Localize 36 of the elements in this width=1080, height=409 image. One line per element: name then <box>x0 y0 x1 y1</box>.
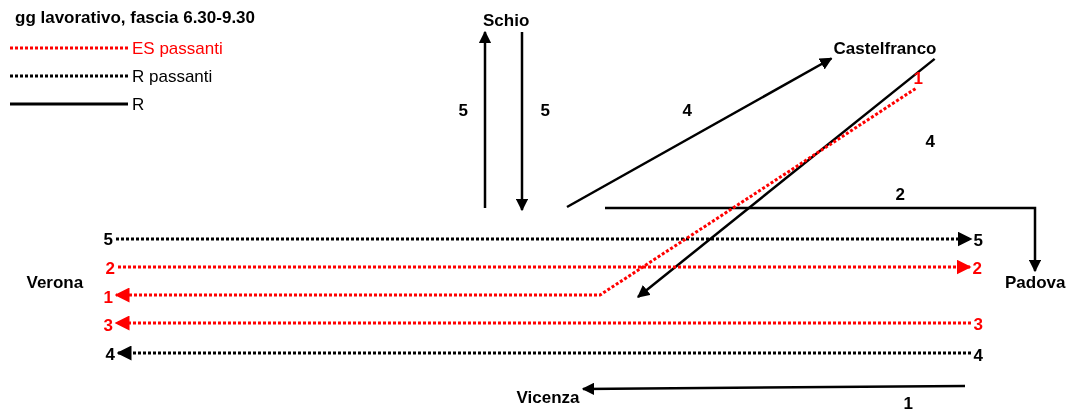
arrow <box>116 231 973 247</box>
arrow <box>515 32 529 212</box>
city-name: Verona <box>26 273 84 291</box>
city-name: Vicenza <box>516 388 580 406</box>
arrow <box>478 30 492 208</box>
arrow <box>581 382 965 396</box>
train-count: 3 <box>103 316 113 334</box>
edge-label: 5 <box>540 101 550 119</box>
arrow <box>114 315 971 331</box>
arrow <box>118 259 972 275</box>
city-name: Schio <box>483 11 530 29</box>
arrow <box>637 57 936 298</box>
arrow <box>116 345 971 361</box>
train-count: 5 <box>973 231 983 249</box>
train-count: 1 <box>103 288 113 306</box>
train-count: 5 <box>103 230 113 248</box>
edge-label: 2 <box>895 185 905 203</box>
arrow <box>114 87 917 303</box>
arrow <box>566 57 833 209</box>
city-name: Padova <box>1005 273 1066 291</box>
city-name: Castelfranco <box>833 39 937 57</box>
legend-label: R <box>132 95 145 113</box>
title: gg lavorativo, fascia 6.30-9.30 <box>15 8 255 26</box>
train-count: 2 <box>105 259 115 277</box>
edge-label: 4 <box>682 101 692 119</box>
edge-label: 5 <box>458 101 468 119</box>
train-count: 1 <box>913 69 923 87</box>
edge-label: 4 <box>925 132 935 150</box>
train-count: 4 <box>105 345 115 363</box>
legend-label: ES passanti <box>132 39 223 57</box>
edge-label: 1 <box>903 394 913 409</box>
train-count: 4 <box>973 346 983 364</box>
train-count: 3 <box>973 315 983 333</box>
arrow <box>605 206 1042 273</box>
legend-label: R passanti <box>132 67 213 85</box>
train-count: 2 <box>972 259 982 277</box>
